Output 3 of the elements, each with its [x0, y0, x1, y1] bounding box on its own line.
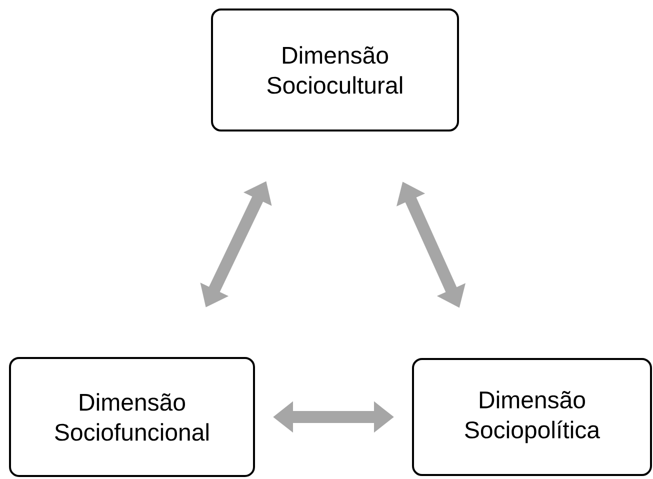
text-box: Dimensão Sociocultural [211, 8, 459, 132]
text-box: Dimensão Sociofuncional [9, 357, 255, 477]
text-box: Dimensão Sociopolítica [412, 358, 652, 476]
